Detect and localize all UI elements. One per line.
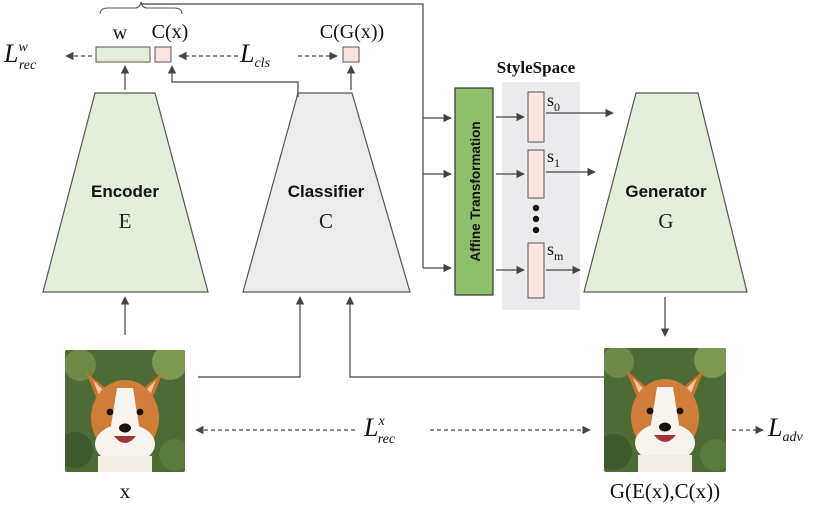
style-code-box-m (527, 242, 545, 299)
arrow-image-to-classifier (198, 296, 305, 378)
classifier-block (242, 92, 411, 293)
style-code-box-0 (527, 91, 545, 143)
style-code-label-2: sm (547, 239, 564, 263)
encoder-block (42, 92, 209, 293)
style-ellipsis (532, 204, 540, 234)
arrow-classifier-to-cx (167, 65, 299, 97)
style-code-label-0: s0 (547, 90, 560, 114)
stylespace-label: StyleSpace (497, 58, 576, 77)
top-connector (140, 2, 424, 268)
latent-code-w (95, 46, 151, 63)
loss-adv: Ladv (767, 413, 803, 445)
ellipsis-dot (532, 226, 540, 234)
generator-symbol: G (658, 209, 673, 233)
input-caption: x (120, 479, 131, 503)
encoder-symbol: E (119, 209, 132, 233)
affine-transformation-label: Affine Transformation (468, 121, 483, 261)
ellipsis-dot (532, 204, 540, 212)
output-caption: G(E(x),C(x)) (610, 479, 720, 503)
arrow-output-to-classifier (345, 296, 604, 378)
class-label-cx: C(x) (152, 21, 189, 43)
class-label-cgx: C(G(x)) (320, 21, 384, 43)
affine-transformation-block (454, 87, 494, 296)
classifier-symbol: C (319, 209, 333, 233)
output-image (604, 348, 726, 472)
input-image (65, 350, 185, 472)
loss-connectors (65, 51, 764, 435)
style-code-box-1 (527, 149, 545, 199)
generator-name: Generator (625, 182, 707, 201)
encoder-name: Encoder (91, 182, 159, 201)
connectors (120, 2, 670, 378)
latent-label-w: w (113, 22, 128, 44)
style-code-label-1: s1 (547, 146, 560, 170)
generator-block (583, 92, 748, 293)
style-code-labels: s0 s1 sm (547, 90, 564, 263)
ellipsis-dot (532, 215, 540, 223)
class-code-cx (154, 46, 172, 63)
class-code-cgx (342, 46, 360, 63)
loss-cls: Lcls (239, 39, 271, 71)
classifier-name: Classifier (288, 182, 365, 201)
